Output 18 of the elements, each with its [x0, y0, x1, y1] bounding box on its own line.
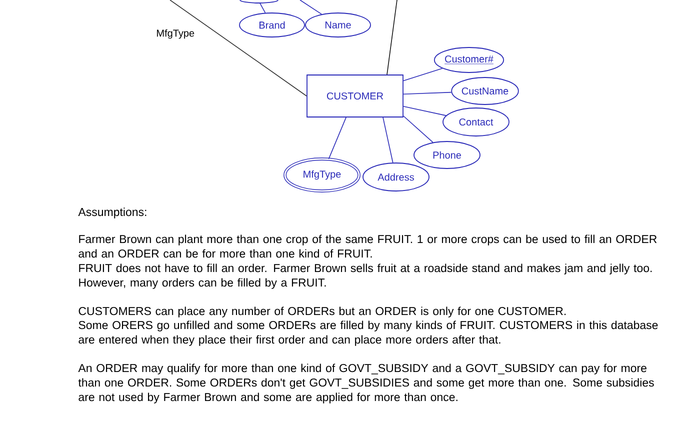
- paragraph: Farmer Brown can plant more than one crop of the same FRUIT. 1 or more crops can be used to fill an ORDER and an ORDER can be for more than one kind of FRUIT.: [78, 234, 657, 258]
- paragraph: CUSTOMERS can place any number of ORDERs but an ORDER is only for one CUSTOMER.: [78, 306, 566, 318]
- connector-line: [403, 68, 443, 82]
- line-label: MfgType: [157, 29, 194, 39]
- connector-line: [300, 0, 322, 15]
- paragraph: FRUIT does not have to fill an order. Farmer Brown sells fruit at a roadside stand and makes jam and jelly too. However, many orders can be filled by a FRUIT.: [79, 264, 652, 289]
- paragraph: An ORDER may qualify for more than one kind of GOVT_SUBSIDY and a GOVT_SUBSIDY can pay for more than one ORDER. Some ORDERs don't get GOVT_SUBSIDIES and some get more than one. Some subsidies are not used by Farmer Brown and some are applied for more than once.: [78, 364, 654, 404]
- heading: Assumptions:: [78, 208, 146, 218]
- connector-line: [382, 117, 394, 163]
- paragraph: Some ORERS go unfilled and some ORDERs are filled by many kinds of FRUIT. CUSTOMERS in this database are entered when they place their first order and can place more orders after that.: [78, 320, 658, 346]
- connector-line: [403, 92, 452, 95]
- connector-line: [328, 117, 346, 160]
- connector-line: [260, 2, 266, 14]
- connector-line: [403, 106, 446, 116]
- connector-line: [170, 0, 307, 96]
- connector-line: [403, 116, 434, 143]
- entity-box: CUSTOMER: [306, 74, 404, 118]
- connector-line: [386, 0, 398, 75]
